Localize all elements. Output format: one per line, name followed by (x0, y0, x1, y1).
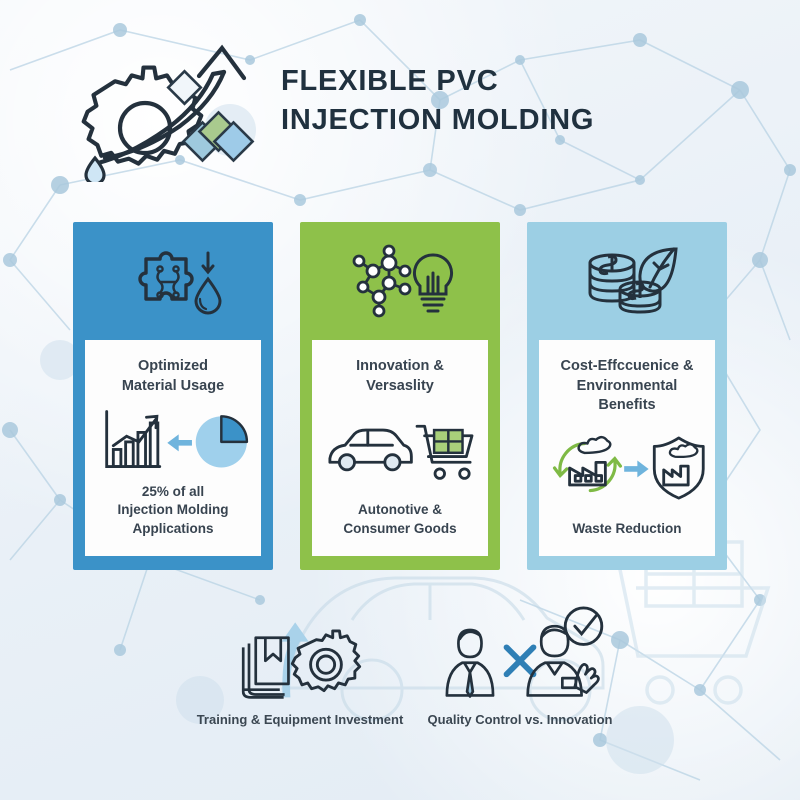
card-title-line-1: Optimized (137, 358, 209, 374)
card-graphic (547, 416, 707, 519)
puzzle-polymer-droplet-icon (138, 251, 222, 315)
card-title-line-1: Cost-Effccuenice & (560, 358, 694, 374)
title-line-2: INJECTION MOLDING (281, 103, 595, 136)
cards-row: Optimized Material Usage (0, 222, 800, 572)
header: FLEXIBLE PVC INJECTION MOLDING (0, 34, 800, 184)
footer-icons (400, 600, 640, 712)
card-title-line-1: Innovation & (356, 358, 444, 374)
card-panel: Cost-Effccuenice & Environmental Benefit… (539, 340, 715, 556)
card-graphic (93, 396, 253, 482)
card-cost-effectiveness-environmental[interactable]: Cost-Effccuenice & Environmental Benefit… (527, 222, 727, 570)
card-innovation-versatility[interactable]: Innovation & Versaslity (300, 222, 500, 570)
card-caption: Autonotive & Consumer Goods (343, 501, 456, 548)
card-panel: Optimized Material Usage (85, 340, 261, 556)
footer-label: Training & Equipment Investment (196, 712, 404, 727)
card-icon-band (300, 222, 500, 340)
title-line-1: FLEXIBLE PVC (281, 65, 499, 97)
card-caption-line-1: 25% of all (141, 483, 205, 499)
card-caption: 25% of all Injection Molding Application… (118, 483, 229, 548)
card-caption-line-2: Injection Molding (117, 502, 229, 518)
gear-growth-arrow-icon (81, 44, 255, 182)
card-icon-band (73, 222, 273, 340)
card-title: Optimized Material Usage (122, 357, 224, 396)
card-panel: Innovation & Versaslity (312, 340, 488, 556)
card-graphic (320, 396, 480, 501)
page-title: FLEXIBLE PVC INJECTION MOLDING (281, 62, 701, 139)
footer-icons (160, 600, 440, 712)
card-title: Innovation & Versaslity (356, 357, 444, 396)
footer-group-training-equipment[interactable]: Training & Equipment Investment (160, 600, 440, 727)
card-title-line-2: Versaslity (366, 377, 434, 394)
card-optimized-material-usage[interactable]: Optimized Material Usage (73, 222, 273, 570)
bar-chart-pie-chart-icon (105, 409, 249, 468)
card-caption: Waste Reduction (572, 520, 681, 548)
card-caption-line-1: Waste Reduction (572, 520, 682, 536)
card-title: Cost-Effccuenice & Environmental Benefit… (561, 357, 694, 416)
card-icon-band (527, 222, 727, 340)
card-caption-line-3: Applications (132, 520, 214, 536)
card-title-line-3: Benefits (598, 397, 656, 414)
molecule-lightbulb-icon (352, 244, 454, 318)
car-shopping-cart-icon (328, 424, 474, 480)
card-title-line-2: Material Usage (121, 377, 225, 394)
footer-label: Quality Control vs. Innovation (427, 712, 613, 727)
two-people-cross-check-icon (445, 606, 604, 698)
recycling-factory-shield-icon (552, 435, 705, 500)
footer: Training & Equipment Investment (0, 600, 800, 770)
book-arrow-gear-icon (241, 622, 362, 699)
footer-group-quality-vs-innovation[interactable]: Quality Control vs. Innovation (400, 600, 640, 727)
card-title-line-2: Environmental (576, 377, 678, 394)
card-caption-line-1: Autonotive & (357, 502, 442, 518)
coins-leaf-icon (588, 247, 678, 314)
card-caption-line-2: Consumer Goods (343, 520, 457, 536)
